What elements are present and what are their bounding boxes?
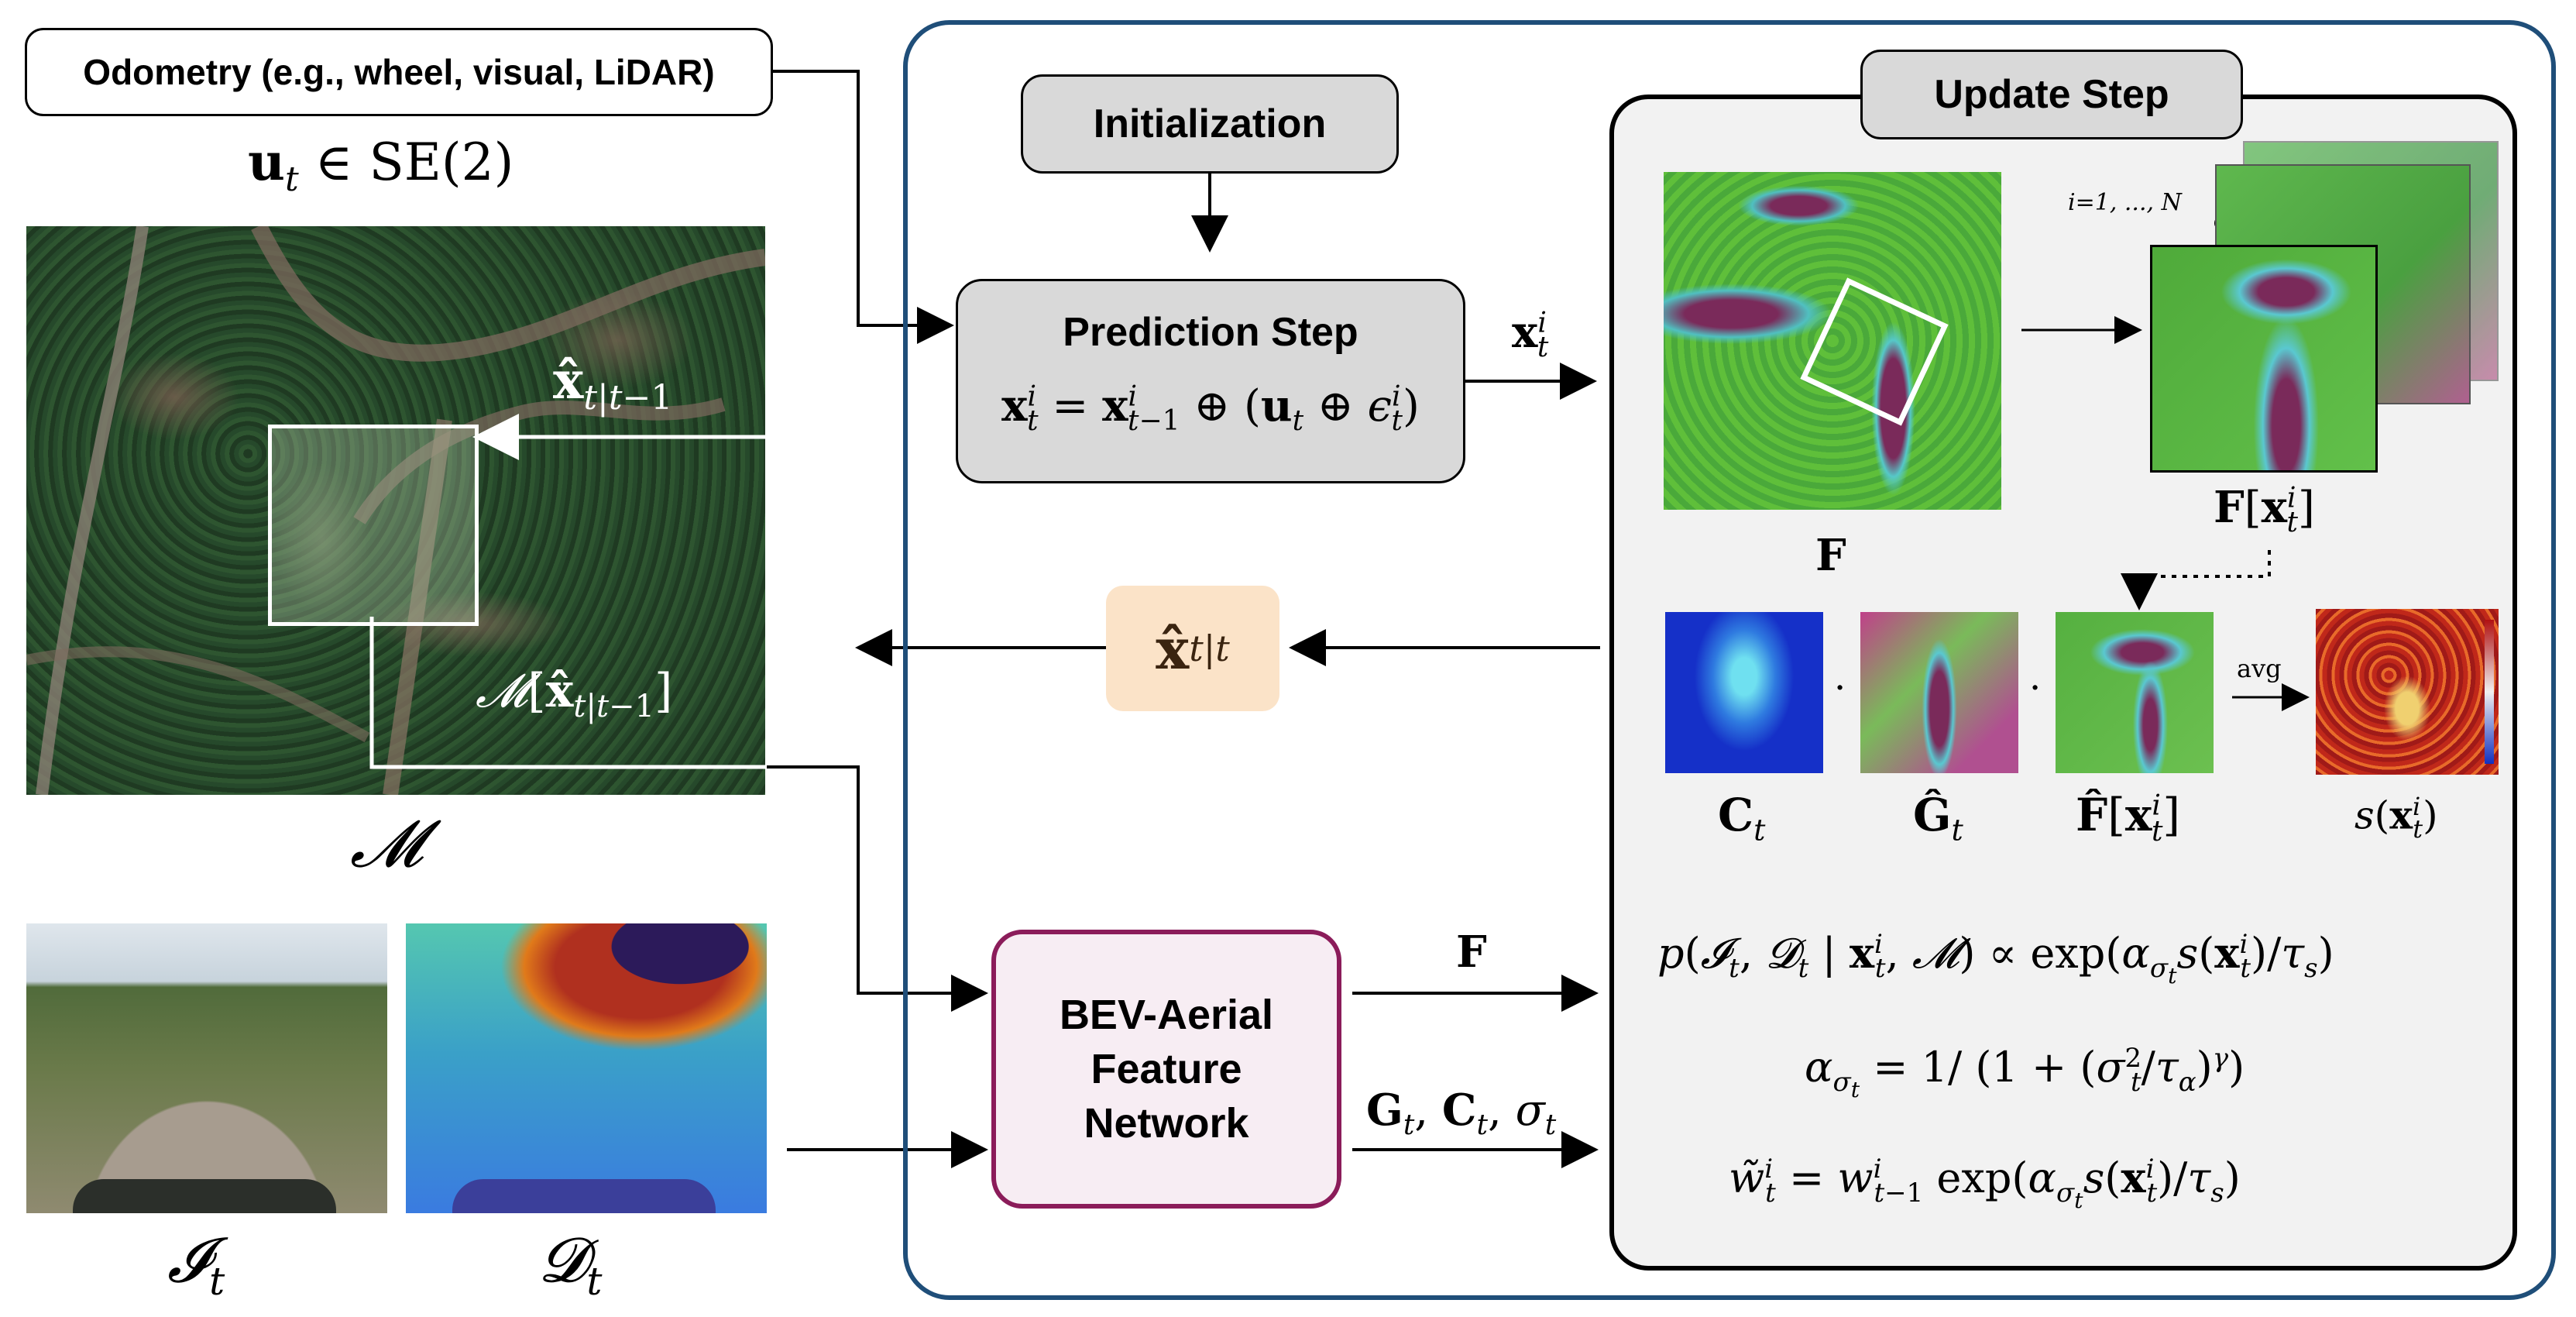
score-colorbar xyxy=(2485,620,2494,764)
map-crop-label: 𝓜[x̂t|t−1] xyxy=(476,664,673,724)
map-paths-overlay xyxy=(26,226,765,795)
update-step-title-box: Update Step xyxy=(1860,50,2243,139)
pred-pose-label: x̂t|t−1 xyxy=(553,350,673,418)
estimate-box: x̂t|t xyxy=(1106,586,1279,711)
network-line3: Network xyxy=(1084,1100,1249,1147)
score-map-image xyxy=(2316,609,2499,775)
network-line1: BEV-Aerial xyxy=(1059,991,1274,1038)
odometry-box: Odometry (e.g., wheel, visual, LiDAR) xyxy=(25,28,773,116)
crop-label: F[xit] xyxy=(2214,482,2315,539)
ground-label: Ĝt xyxy=(1913,789,1963,848)
camera-image xyxy=(26,923,387,1213)
ground-map-image xyxy=(1860,612,2018,773)
prediction-step-box: Prediction Step xit = xit−1 ⊕ (ut ⊕ ϵit) xyxy=(956,279,1465,483)
depth-image xyxy=(406,923,767,1213)
bev-network-box: BEV-Aerial Feature Network xyxy=(991,930,1341,1209)
avg-operator: avg xyxy=(2237,654,2282,683)
weight-equation: w̃it = wit−1 exp(ασts(xit)/τs) xyxy=(1729,1153,2241,1213)
image-symbol: 𝓘t xyxy=(167,1224,225,1304)
initialization-box: Initialization xyxy=(1021,74,1399,174)
update-step-title: Update Step xyxy=(1934,72,2169,117)
vehicle-hood xyxy=(73,1179,336,1213)
initialization-label: Initialization xyxy=(1093,101,1327,146)
map-symbol: 𝓜 xyxy=(350,806,424,882)
feature-map-image xyxy=(1664,172,2001,510)
network-output-f: F xyxy=(1456,927,1487,978)
dot-operator-2: · xyxy=(2029,666,2042,710)
alpha-equation: ασt = 1/ (1 + (σ2t/τα)γ) xyxy=(1805,1043,2245,1102)
prediction-output-label: xit xyxy=(1512,307,1549,364)
prediction-step-formula: xit = xit−1 ⊕ (ut ⊕ ϵit) xyxy=(1001,380,1420,438)
normalized-crop-label: F̂[xit] xyxy=(2076,789,2181,848)
feature-map-label: F xyxy=(1815,530,1846,581)
confidence-map-image xyxy=(1665,612,1823,773)
network-output-gc: Gt, Ct, σt xyxy=(1366,1085,1557,1142)
score-label: s(xit) xyxy=(2354,792,2438,844)
prediction-step-title: Prediction Step xyxy=(1063,310,1358,355)
likelihood-equation: p(𝓘t, 𝓓t | xit, 𝓜) ∝ exp(ασts(xit)/τs) xyxy=(1657,928,2334,989)
particle-range-label: i=1, ..., N xyxy=(2068,189,2182,216)
outer-frame xyxy=(903,20,2556,1300)
odometry-formula: ut ∈ SE(2) xyxy=(248,132,514,200)
map-crop-window xyxy=(268,425,479,626)
crop-stack-front xyxy=(2150,245,2378,473)
network-line2: Feature xyxy=(1091,1045,1242,1092)
dot-operator-1: · xyxy=(1834,666,1846,710)
depth-symbol: 𝓓t xyxy=(539,1224,603,1304)
confidence-label: Ct xyxy=(1718,789,1766,848)
depth-hood xyxy=(452,1179,716,1213)
feature-crop-window xyxy=(1800,277,1949,426)
normalized-crop-image xyxy=(2056,612,2214,773)
odometry-label: Odometry (e.g., wheel, visual, LiDAR) xyxy=(83,52,715,92)
aerial-map-image: x̂t|t−1 𝓜[x̂t|t−1] xyxy=(26,226,765,795)
